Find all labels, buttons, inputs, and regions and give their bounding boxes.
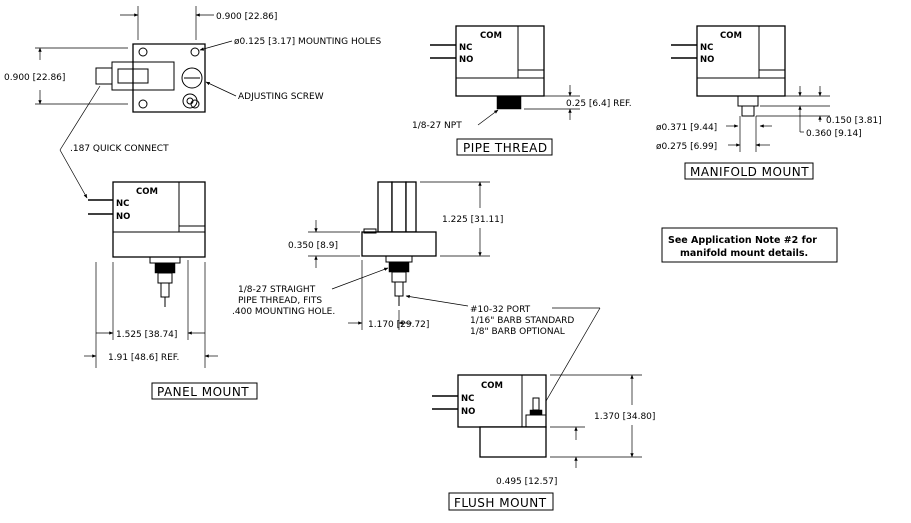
panel-com-label: COM xyxy=(136,187,158,197)
mounting-holes-note: ø0.125 [3.17] MOUNTING HOLES xyxy=(234,37,381,47)
panel-ref-dim: 1.91 [48.6] REF. xyxy=(108,353,179,363)
manifold-title: MANIFOLD MOUNT xyxy=(690,165,809,179)
pipe-thread-title: PIPE THREAD xyxy=(463,141,548,155)
adjusting-screw xyxy=(181,67,203,89)
flush-no-label: NO xyxy=(461,407,475,417)
adjusting-screw-note: ADJUSTING SCREW xyxy=(238,92,324,102)
panel-nut xyxy=(154,262,176,274)
flush-nc-label: NC xyxy=(461,394,474,404)
flush-title: FLUSH MOUNT xyxy=(454,496,547,510)
terminal xyxy=(117,68,149,84)
manifold-dim-a: 0.150 [3.81] xyxy=(826,116,882,126)
port-note-1: #10-32 PORT xyxy=(470,305,531,315)
manifold-note-line1: See Application Note #2 for xyxy=(668,235,817,246)
panel-width-dim: 1.525 [38.74] xyxy=(116,330,177,340)
side-flange-dim: 0.350 [8.9] xyxy=(288,241,338,251)
pipe-thread-view: COM NC NO 0.25 [6.4] REF. 1/8-27 NPT PIP… xyxy=(412,25,632,156)
side-view-flange xyxy=(361,231,437,257)
manifold-dim-d: ø0.275 [6.99] xyxy=(656,142,717,152)
manifold-dim-b: 0.360 [9.14] xyxy=(806,129,862,139)
panel-nc-label: NC xyxy=(116,199,129,209)
flush-mount-view: COM NC NO 1.370 [34.80] 0.495 [12.57] FL… xyxy=(432,374,655,511)
quick-connect-note: .187 QUICK CONNECT xyxy=(70,144,169,154)
manifold-body xyxy=(696,25,786,97)
pipe-thread-nc-label: NC xyxy=(459,43,472,53)
mounting-hole-tr xyxy=(190,47,200,57)
npt-fitting xyxy=(496,95,522,110)
quick-connect-tab xyxy=(95,67,113,85)
panel-title: PANEL MOUNT xyxy=(157,385,249,399)
side-height-dim: 1.225 [31.11] xyxy=(442,215,503,225)
manifold-com-label: COM xyxy=(720,31,742,41)
top-width-dim: 0.900 [22.86] xyxy=(216,12,277,22)
flush-com-label: COM xyxy=(481,381,503,391)
mounting-hole-tl xyxy=(138,47,148,57)
top-view: 0.900 [22.86] 0.900 [22.86] ø0.125 [3.17… xyxy=(4,6,381,199)
panel-mount-view: COM NC NO 1.525 [38.74] 1.91 [48.6] REF.… xyxy=(84,181,258,400)
npt-note: 1/8-27 NPT xyxy=(412,121,462,131)
side-view: 1.225 [31.11] 0.350 [8.9] 1.170 [29.72] … xyxy=(232,181,601,409)
manifold-no-label: NO xyxy=(700,55,714,65)
manifold-dim-c: ø0.371 [9.44] xyxy=(656,123,717,133)
side-width-dim: 1.170 [29.72] xyxy=(368,320,429,330)
port-note-3: 1/8" BARB OPTIONAL xyxy=(470,327,565,337)
pipe-thread-com-label: COM xyxy=(480,31,502,41)
thread-note-3: .400 MOUNTING HOLE. xyxy=(232,307,335,317)
manifold-mount-view: COM NC NO 0.150 [3.81] 0.360 [9.14] ø0.3… xyxy=(656,25,882,263)
flush-base-dim: 0.495 [12.57] xyxy=(496,477,557,487)
flush-base xyxy=(479,426,547,458)
manifold-nc-label: NC xyxy=(700,43,713,53)
side-view-nut xyxy=(388,261,410,273)
top-height-dim: 0.900 [22.86] xyxy=(4,73,65,83)
manifold-note-line2: manifold mount details. xyxy=(680,248,808,259)
pipe-thread-ref-dim: 0.25 [6.4] REF. xyxy=(566,99,632,109)
panel-body xyxy=(112,181,206,258)
thread-note-1: 1/8-27 STRAIGHT xyxy=(238,285,316,295)
pipe-thread-no-label: NO xyxy=(459,55,473,65)
flush-height-dim: 1.370 [34.80] xyxy=(594,412,655,422)
port-note-2: 1/16" BARB STANDARD xyxy=(470,316,574,326)
panel-no-label: NO xyxy=(116,212,130,222)
mounting-hole-bl xyxy=(138,99,148,109)
thread-note-2: PIPE THREAD, FITS xyxy=(238,296,322,306)
